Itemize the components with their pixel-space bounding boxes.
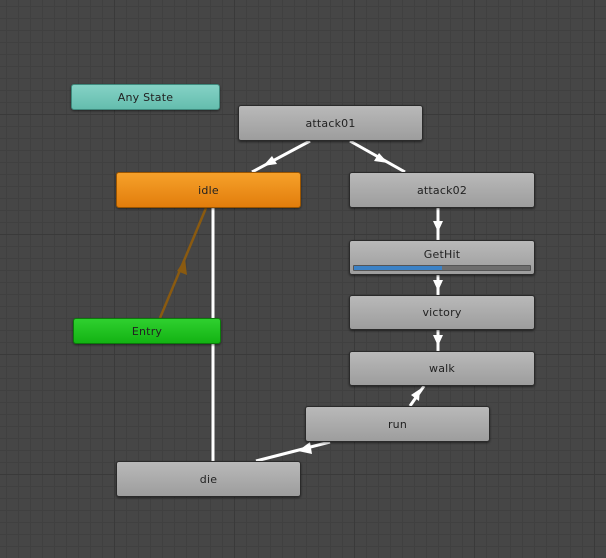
state-progress-fill [354,266,442,270]
state-label: idle [198,183,219,197]
transition-run-die[interactable] [255,440,331,463]
state-idle[interactable]: idle [116,172,301,208]
transition-arrow-icon [298,442,312,454]
state-label: GetHit [423,248,461,261]
state-label: Any State [117,90,174,104]
state-label: Entry [131,324,163,338]
state-die[interactable]: die [116,461,301,497]
state-label: attack02 [416,183,468,197]
state-any-state[interactable]: Any State [71,84,220,110]
transition-arrow-icon [433,335,443,346]
transition-arrow-icon [411,389,420,401]
state-victory[interactable]: victory [349,295,535,330]
state-label: run [387,417,408,431]
state-entry[interactable]: Entry [73,318,221,344]
transition-arrow-icon [374,153,388,163]
transition-idle-attack01[interactable] [251,139,311,174]
state-run[interactable]: run [305,406,490,442]
transition-arrow-icon [433,221,443,232]
state-label: victory [422,306,462,319]
state-label: walk [429,362,455,375]
transition-arrow-icon [263,156,277,166]
state-label: die [199,472,218,486]
transition-arrow-icon [177,259,187,275]
state-attack01[interactable]: attack01 [238,105,423,141]
state-label: attack01 [305,116,356,130]
state-attack02[interactable]: attack02 [349,172,535,208]
state-walk[interactable]: walk [349,351,535,386]
transition-arrow-icon [433,280,443,291]
state-gethit[interactable]: GetHit [349,240,535,275]
state-progress-bar [353,265,531,271]
